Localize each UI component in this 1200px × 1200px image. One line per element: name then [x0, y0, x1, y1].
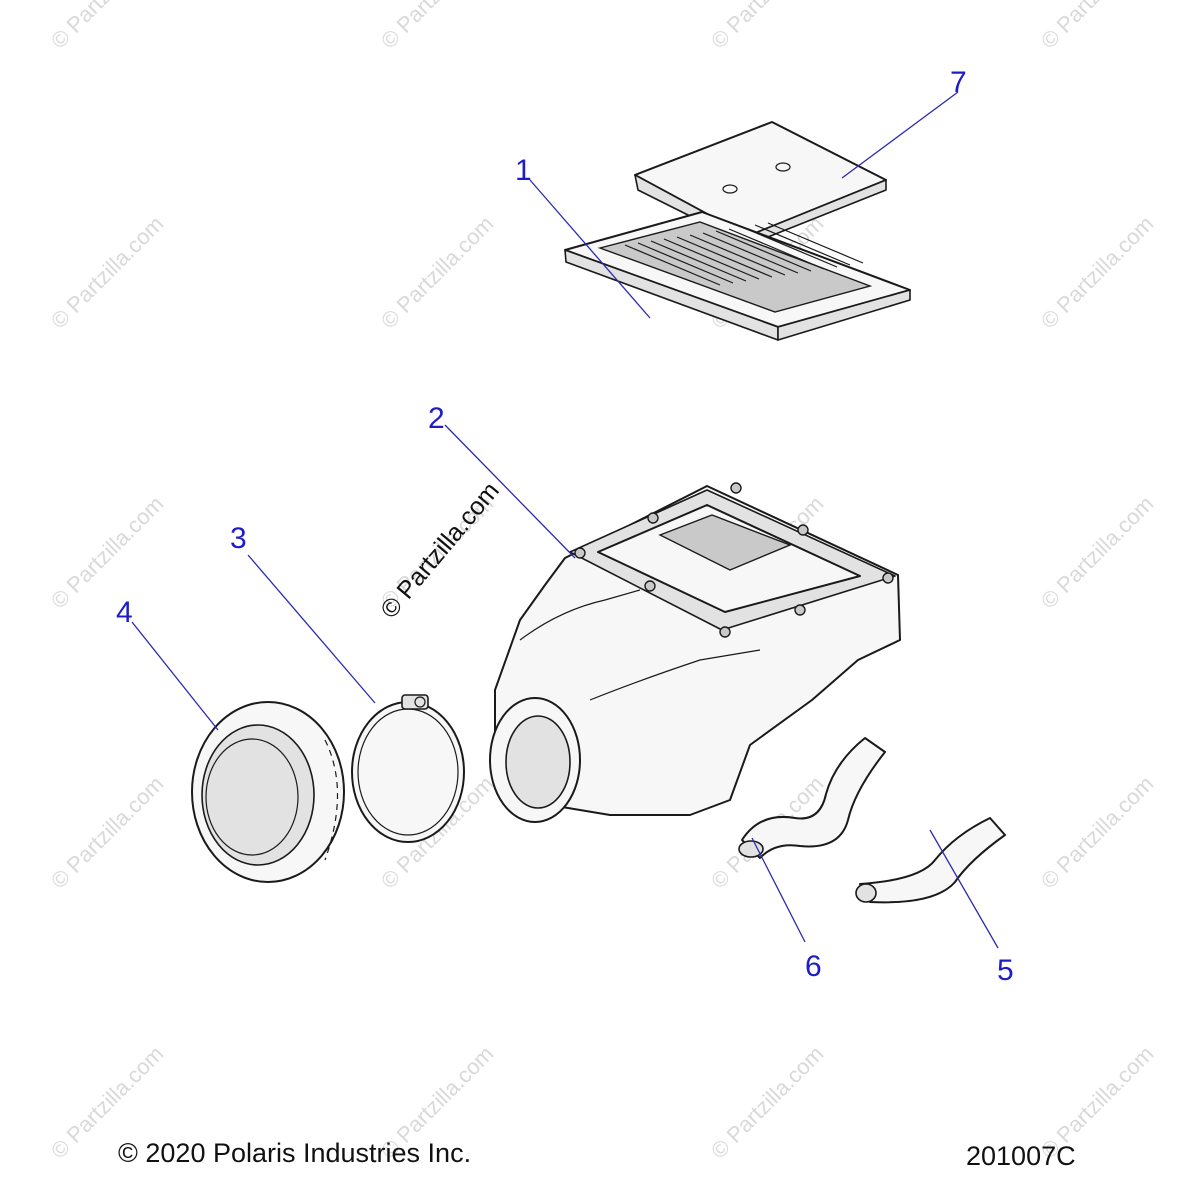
watermark-text: © Partzilla.com — [46, 771, 169, 894]
part-hose-clamp[interactable] — [351, 694, 465, 843]
housing-bolt — [644, 580, 656, 592]
filter-pleat — [741, 226, 838, 268]
callout-2: 2 — [428, 402, 445, 435]
leader-line-6 — [751, 837, 806, 943]
filter-pleat — [637, 242, 734, 284]
watermark-text: © Partzilla.com — [706, 1041, 829, 1164]
leader-lines — [131, 91, 999, 949]
leader-line-5 — [929, 829, 999, 949]
filter-pleat — [663, 238, 760, 280]
filter-pleat — [754, 224, 851, 266]
watermark-text: © Partzilla.com — [46, 0, 169, 54]
watermark-text: © Partzilla.com — [46, 491, 169, 614]
filter-pleat — [689, 234, 786, 276]
watermark-text: © Partzilla.com — [1036, 491, 1159, 614]
filter-pleat — [702, 232, 799, 274]
housing-bolt — [882, 572, 894, 584]
diagram-id: 201007C — [966, 1141, 1076, 1171]
watermark-text: © Partzilla.com — [376, 0, 499, 54]
callout-5: 5 — [997, 954, 1014, 987]
housing-bolt — [797, 524, 809, 536]
watermark-text: © Partzilla.com — [46, 211, 169, 334]
leader-line-1 — [529, 179, 651, 319]
leader-line-7 — [841, 91, 959, 179]
callout-7: 7 — [950, 66, 967, 99]
watermark-text: © Partzilla.com — [376, 211, 499, 334]
filter-pleat — [624, 244, 721, 286]
housing-bolt — [719, 626, 731, 638]
callout-4: 4 — [116, 596, 133, 629]
watermark-text: © Partzilla.com — [706, 0, 829, 54]
callout-6: 6 — [805, 950, 822, 983]
housing-bolt — [794, 604, 806, 616]
callout-numbers: 7 1 2 3 4 6 5 — [116, 66, 1014, 987]
leader-line-2 — [444, 424, 576, 559]
housing-bolt — [574, 547, 586, 559]
part-drain-hose-straight[interactable] — [855, 817, 1006, 904]
housing-bolt — [730, 482, 742, 494]
leader-line-3 — [247, 554, 376, 704]
callout-1: 1 — [515, 154, 532, 187]
filter-pleat — [715, 230, 812, 272]
filter-pleat — [676, 236, 773, 278]
callout-3: 3 — [230, 522, 247, 555]
part-airbox-housing[interactable] — [489, 482, 901, 823]
watermark-text: © Partzilla.com — [1036, 211, 1159, 334]
housing-bolt — [647, 512, 659, 524]
part-air-filter[interactable] — [564, 211, 911, 341]
copyright-notice: © 2020 Polaris Industries Inc. — [118, 1138, 472, 1168]
part-drain-hose-curved[interactable] — [738, 737, 886, 859]
part-intake-coupler[interactable] — [191, 701, 345, 883]
filter-pleat — [728, 228, 825, 270]
leader-line-4 — [131, 621, 219, 731]
center-watermark: © Partzilla.com — [375, 477, 505, 624]
watermark-text: © Partzilla.com — [1036, 0, 1159, 54]
watermark-text: © Partzilla.com — [1036, 771, 1159, 894]
filter-pleat — [767, 222, 864, 264]
filter-pleat — [650, 240, 747, 282]
